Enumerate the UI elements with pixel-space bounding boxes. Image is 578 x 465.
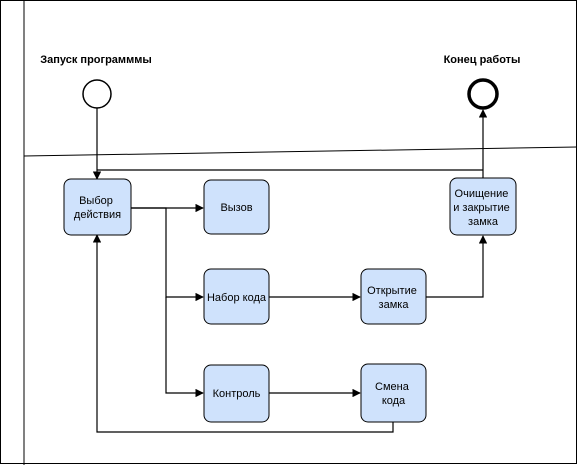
- end-event[interactable]: [467, 78, 499, 110]
- node-call[interactable]: Вызов: [203, 179, 270, 235]
- node-change-code-line-2: кода: [382, 395, 406, 407]
- node-call-box: [203, 179, 270, 235]
- edge-change-code-back-to-choose: [92, 234, 394, 433]
- node-clean-close-box: [449, 177, 517, 236]
- node-change-code-label: Смена кода: [375, 381, 412, 407]
- node-code-entry-box: [203, 268, 270, 325]
- node-control-label: Контроль: [213, 388, 261, 400]
- node-code-entry-label: Набор кода: [207, 292, 267, 304]
- start-event-circle: [82, 79, 112, 109]
- node-choose-box: [63, 178, 132, 236]
- node-choose-label: Выбор действия: [74, 195, 121, 221]
- node-clean-close-line-1: Очищение: [455, 188, 509, 200]
- node-control-box: [203, 364, 270, 423]
- node-change-code-line-1: Смена: [375, 381, 410, 393]
- node-open-lock-line-2: замка: [379, 299, 410, 311]
- node-clean-close-line-2: и закрытие: [453, 202, 510, 214]
- edges: [92, 108, 488, 433]
- edge-choose-to-code-entry: [131, 207, 204, 302]
- edge-open-lock-to-clean-close: [426, 235, 488, 298]
- node-choose-line-1: Выбор: [79, 195, 113, 207]
- start-event-label: Запуск программмы: [40, 54, 151, 66]
- node-control[interactable]: Контроль: [203, 364, 270, 423]
- node-change-code[interactable]: Смена кода: [360, 363, 427, 423]
- node-code-entry[interactable]: Набор кода: [203, 268, 270, 325]
- end-event-circle: [467, 78, 499, 110]
- node-choose-line-2: действия: [74, 209, 121, 221]
- node-choose[interactable]: Выбор действия: [63, 178, 132, 236]
- node-code-entry-line-1: Набор кода: [207, 292, 267, 304]
- node-control-line-1: Контроль: [213, 388, 261, 400]
- node-open-lock[interactable]: Открытие замка: [360, 268, 427, 325]
- node-change-code-box: [360, 363, 427, 423]
- end-event-label: Конец работы: [444, 54, 521, 66]
- lane-divider: [23, 146, 578, 157]
- node-open-lock-line-1: Открытие: [367, 285, 417, 297]
- node-clean-close-label: Очищение и закрытие замка: [453, 188, 513, 228]
- node-open-lock-label: Открытие замка: [367, 285, 420, 311]
- node-clean-close[interactable]: Очищение и закрытие замка: [449, 177, 517, 236]
- start-event[interactable]: [82, 79, 112, 109]
- node-clean-close-line-3: замка: [468, 216, 499, 228]
- node-call-line-1: Вызов: [220, 202, 252, 214]
- node-call-label: Вызов: [220, 202, 252, 214]
- node-open-lock-box: [360, 268, 427, 325]
- edge-choose-to-control: [165, 297, 204, 398]
